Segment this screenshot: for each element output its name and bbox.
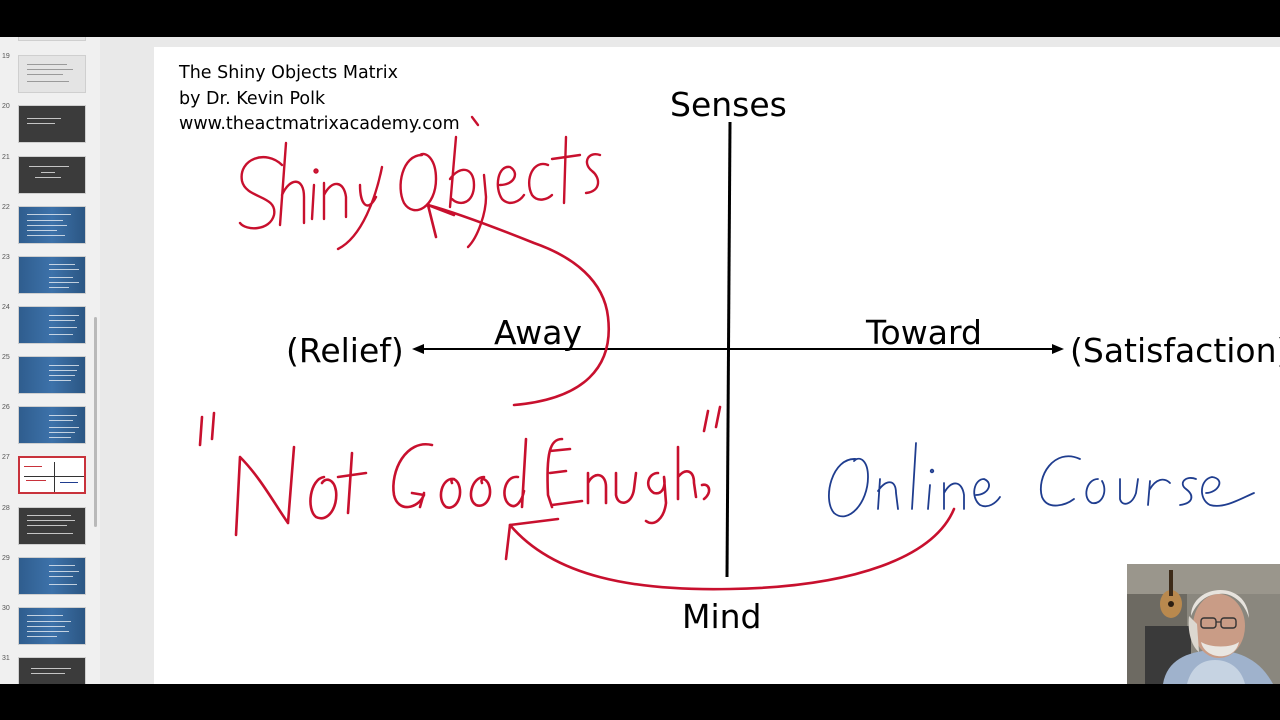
presentation-app: 19 20 21 22	[0, 37, 1280, 684]
thumbnail-number: 19	[2, 53, 10, 60]
thumbnail-number: 27	[2, 454, 10, 461]
slide-thumbnail[interactable]	[18, 657, 86, 684]
thumbnail-number: 20	[2, 103, 10, 110]
thumbnail-row-29[interactable]: 29	[0, 555, 100, 599]
slide-thumbnail[interactable]	[18, 55, 86, 93]
handwriting-not-good-enough	[198, 405, 722, 537]
thumbnail-number: 28	[2, 505, 10, 512]
thumbnail-row-20[interactable]: 20	[0, 103, 100, 147]
axis-label-top: Senses	[670, 85, 787, 124]
axis-end-right: (Satisfaction)	[1070, 331, 1280, 370]
credit-website: www.theactmatrixacademy.com	[179, 114, 460, 134]
thumbnail-row-24[interactable]: 24	[0, 304, 100, 348]
left-arrowhead	[412, 344, 424, 354]
slide-thumbnail[interactable]	[18, 406, 86, 444]
thumbnail-row-22[interactable]: 22	[0, 204, 100, 248]
slide-thumbnail[interactable]	[18, 507, 86, 545]
bottom-black-bar	[0, 684, 1280, 720]
slide-thumbnail-current[interactable]	[18, 456, 86, 494]
slide-thumbnail[interactable]	[18, 356, 86, 394]
presenter-video-frame	[1127, 564, 1280, 684]
thumbnail-row[interactable]	[0, 37, 100, 45]
top-black-bar	[0, 0, 1280, 37]
slide-thumbnail[interactable]	[18, 256, 86, 294]
right-arrowhead	[1052, 344, 1064, 354]
thumbnail-row-31[interactable]: 31	[0, 655, 100, 684]
axis-label-toward: Toward	[866, 313, 982, 352]
thumbnail-number: 25	[2, 354, 10, 361]
handwriting-online-course	[828, 442, 1255, 518]
axis-label-away: Away	[494, 313, 582, 352]
thumbnail-row-23[interactable]: 23	[0, 254, 100, 298]
arrow-away-to-shiny	[426, 203, 611, 407]
axis-label-bottom: Mind	[682, 597, 762, 636]
slide-thumbnail[interactable]	[18, 607, 86, 645]
thumbnail-number: 21	[2, 154, 10, 161]
credit-title: The Shiny Objects Matrix	[179, 63, 398, 83]
slide-thumbnail[interactable]	[18, 206, 86, 244]
slide-thumbnail[interactable]	[18, 105, 86, 143]
thumbnail-number: 26	[2, 404, 10, 411]
slide-thumbnail-rail[interactable]: 19 20 21 22	[0, 37, 100, 684]
thumbnail-row-21[interactable]: 21	[0, 154, 100, 198]
thumbnail-row-27[interactable]: 27	[0, 454, 100, 498]
slide-thumbnail[interactable]	[18, 156, 86, 194]
thumbnail-number: 22	[2, 204, 10, 211]
thumbnail-row-28[interactable]: 28	[0, 505, 100, 549]
thumbnail-number: 30	[2, 605, 10, 612]
axis-end-left: (Relief)	[286, 331, 404, 370]
slide-thumbnail[interactable]	[18, 37, 86, 41]
thumbnail-row-26[interactable]: 26	[0, 404, 100, 448]
credit-author: by Dr. Kevin Polk	[179, 88, 326, 109]
handwriting-shiny-objects	[238, 115, 602, 251]
thumbnail-row-30[interactable]: 30	[0, 605, 100, 649]
thumbnail-number: 31	[2, 655, 10, 662]
slide-editor-area: The Shiny Objects Matrix by Dr. Kevin Po…	[100, 37, 1280, 684]
slide-thumbnail[interactable]	[18, 557, 86, 595]
slide-canvas[interactable]: The Shiny Objects Matrix by Dr. Kevin Po…	[154, 47, 1280, 684]
thumbnail-number: 23	[2, 254, 10, 261]
thumbnail-row-19[interactable]: 19	[0, 53, 100, 97]
slide-credit-text: The Shiny Objects Matrix by Dr. Kevin Po…	[179, 61, 460, 138]
arrow-online-to-not-good-enough	[504, 507, 956, 591]
thumbnail-number: 24	[2, 304, 10, 311]
thumbnail-scrollbar[interactable]	[94, 317, 97, 527]
thumbnail-number: 29	[2, 555, 10, 562]
presenter-webcam	[1127, 564, 1280, 684]
matrix-diagram	[198, 115, 1255, 591]
slide-thumbnail[interactable]	[18, 306, 86, 344]
thumbnail-row-25[interactable]: 25	[0, 354, 100, 398]
